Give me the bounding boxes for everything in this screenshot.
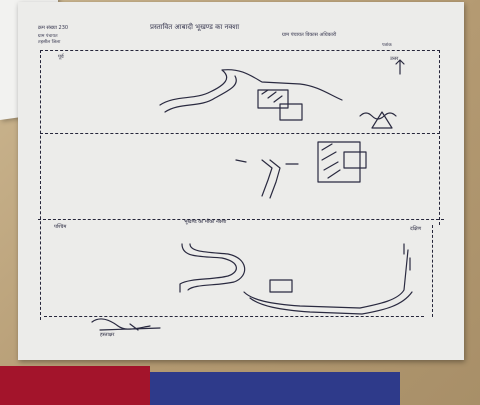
meta-line-1: ग्राम पंचायत <box>38 34 58 39</box>
red-cloth <box>0 366 150 405</box>
serial-number: क्रम संख्या 230 <box>38 25 69 31</box>
road-sketch-mid <box>261 159 273 197</box>
section-3-bottom-rule <box>44 316 424 317</box>
section-1-bottom-rule <box>40 133 440 134</box>
meta-line-2: तहसील जिला <box>38 40 61 45</box>
section-1-top-rule <box>40 50 440 51</box>
road-sketch-bottom-inner <box>187 243 246 291</box>
left-border-rule <box>40 50 41 320</box>
signature-label: हस्ताक्षर <box>100 332 115 338</box>
arrow-north <box>395 59 405 75</box>
section-3-right-label: दक्षिण <box>410 226 422 232</box>
plot-hatch-mid <box>321 143 341 179</box>
road-sketch-top-inner <box>164 75 237 113</box>
signature-scribble <box>91 318 161 331</box>
right-border-rule-lower <box>432 225 433 317</box>
short-line-mid <box>235 159 299 165</box>
document-title: प्रस्तावित आबादी भूखण्ड का नक्शा <box>150 23 240 31</box>
subheading: पत्रांक <box>382 43 392 48</box>
reference-line: ग्राम पंचायत विकास अधिकारी <box>282 32 337 38</box>
plot-box-top-2 <box>279 103 303 121</box>
road-sketch-bottom-long-2 <box>249 291 413 315</box>
section-1-right-label: उत्तर <box>390 56 399 62</box>
plot-hatch-top <box>261 89 283 103</box>
plot-box-bottom <box>269 279 293 293</box>
section-2-heading: भूखण्ड का मौका नक्शा <box>184 219 227 225</box>
squiggle-right-top <box>359 112 397 120</box>
right-border-rule <box>439 50 440 225</box>
plot-box-mid-2 <box>343 151 367 169</box>
road-sketch-bottom <box>179 243 237 293</box>
road-sketch-bottom-long <box>243 249 409 309</box>
section-1-left-label: पूर्व <box>58 54 64 60</box>
road-sketch-top <box>159 69 343 106</box>
section-3-left-label: पश्चिम <box>54 224 67 230</box>
road-sketch-mid-2 <box>269 159 281 199</box>
plot-box-top-1 <box>257 89 289 109</box>
plot-box-mid-1 <box>317 141 361 183</box>
blue-cloth <box>150 372 400 405</box>
right-margin-marks <box>403 243 411 271</box>
triangle-marker <box>371 111 393 129</box>
section-2-bottom-rule <box>38 219 444 220</box>
